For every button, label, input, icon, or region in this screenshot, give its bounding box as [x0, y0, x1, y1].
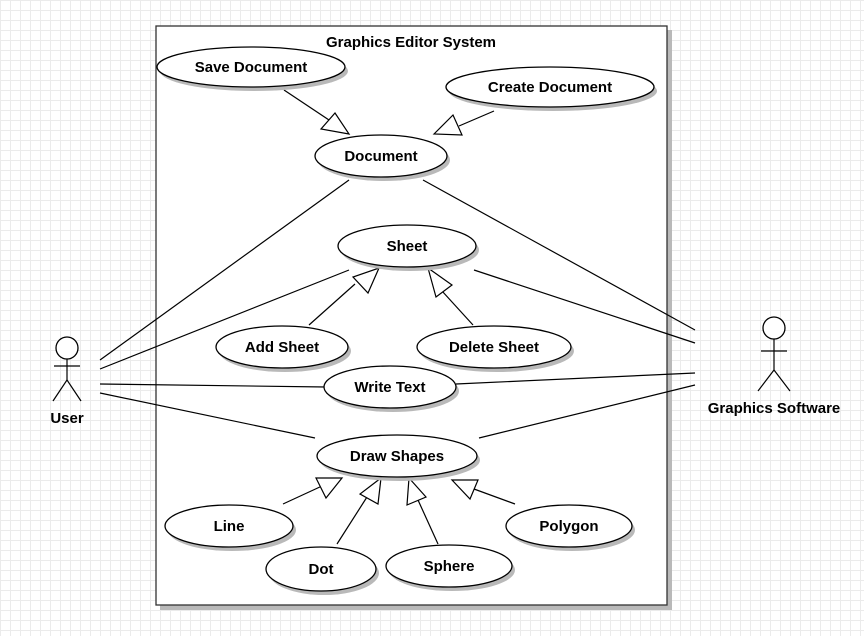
assoc-software-document [422, 179, 696, 331]
gen-save-document-arrow [319, 112, 351, 135]
gen-add-sheet-line [308, 283, 356, 326]
use-case-delete-sheet-label: Delete Sheet [449, 339, 539, 356]
assoc-user-draw-shapes [99, 392, 316, 439]
use-case-line[interactable]: Line [164, 504, 296, 551]
use-case-draw-shapes-label: Draw Shapes [350, 448, 444, 465]
use-case-save-document[interactable]: Save Document [156, 46, 348, 91]
graphics-software-stick-figure-icon [757, 316, 791, 392]
use-case-add-sheet[interactable]: Add Sheet [215, 325, 351, 372]
use-case-create-document-label: Create Document [488, 79, 612, 96]
use-case-document[interactable]: Document [314, 134, 450, 181]
actor-graphics-software[interactable]: Graphics Software [708, 316, 841, 417]
use-case-document-label: Document [344, 148, 417, 165]
gen-dot-arrow [358, 476, 382, 505]
gen-polygon-arrow [450, 479, 479, 501]
use-case-add-sheet-label: Add Sheet [245, 339, 319, 356]
assoc-user-sheet [99, 269, 350, 370]
graphics-software-associations [422, 179, 696, 439]
actor-user[interactable]: User [50, 336, 84, 427]
user-stick-figure-icon [52, 336, 82, 402]
actor-graphics-software-label: Graphics Software [708, 400, 841, 417]
use-case-polygon-label: Polygon [539, 518, 598, 535]
gen-delete-sheet-line [441, 290, 474, 326]
assoc-user-document [99, 179, 350, 361]
use-case-polygon[interactable]: Polygon [505, 504, 635, 551]
generalizations [282, 89, 516, 545]
use-case-write-text-label: Write Text [354, 379, 425, 396]
gen-create-document-arrow [432, 113, 463, 136]
use-case-write-text[interactable]: Write Text [323, 365, 459, 412]
assoc-user-write-text [99, 383, 327, 388]
use-case-create-document[interactable]: Create Document [445, 66, 657, 111]
use-case-sheet[interactable]: Sheet [337, 224, 479, 271]
gen-sphere-arrow [406, 476, 428, 506]
actor-user-label: User [50, 410, 84, 427]
gen-line-arrow [315, 477, 344, 500]
assoc-software-sheet [473, 269, 696, 344]
use-case-sphere-label: Sphere [424, 558, 475, 575]
use-case-sheet-label: Sheet [387, 238, 428, 255]
use-case-dot-label: Dot [309, 561, 334, 578]
use-case-save-document-label: Save Document [195, 59, 308, 76]
use-case-line-label: Line [214, 518, 245, 535]
user-associations [99, 179, 350, 439]
assoc-software-draw-shapes [478, 384, 696, 439]
gen-delete-sheet-arrow [426, 266, 454, 299]
use-case-draw-shapes[interactable]: Draw Shapes [316, 434, 480, 481]
gen-line-line [282, 485, 323, 505]
gen-add-sheet-arrow [351, 266, 381, 295]
use-case-dot[interactable]: Dot [265, 546, 379, 595]
assoc-software-write-text [455, 372, 696, 385]
gen-create-document-line [458, 110, 495, 127]
gen-sphere-line [417, 499, 439, 545]
use-case-sphere[interactable]: Sphere [385, 544, 515, 591]
system-title: Graphics Editor System [326, 34, 496, 51]
gen-dot-line [336, 496, 368, 545]
gen-polygon-line [473, 488, 516, 505]
use-case-delete-sheet[interactable]: Delete Sheet [416, 325, 574, 372]
gen-save-document-line [283, 89, 333, 123]
